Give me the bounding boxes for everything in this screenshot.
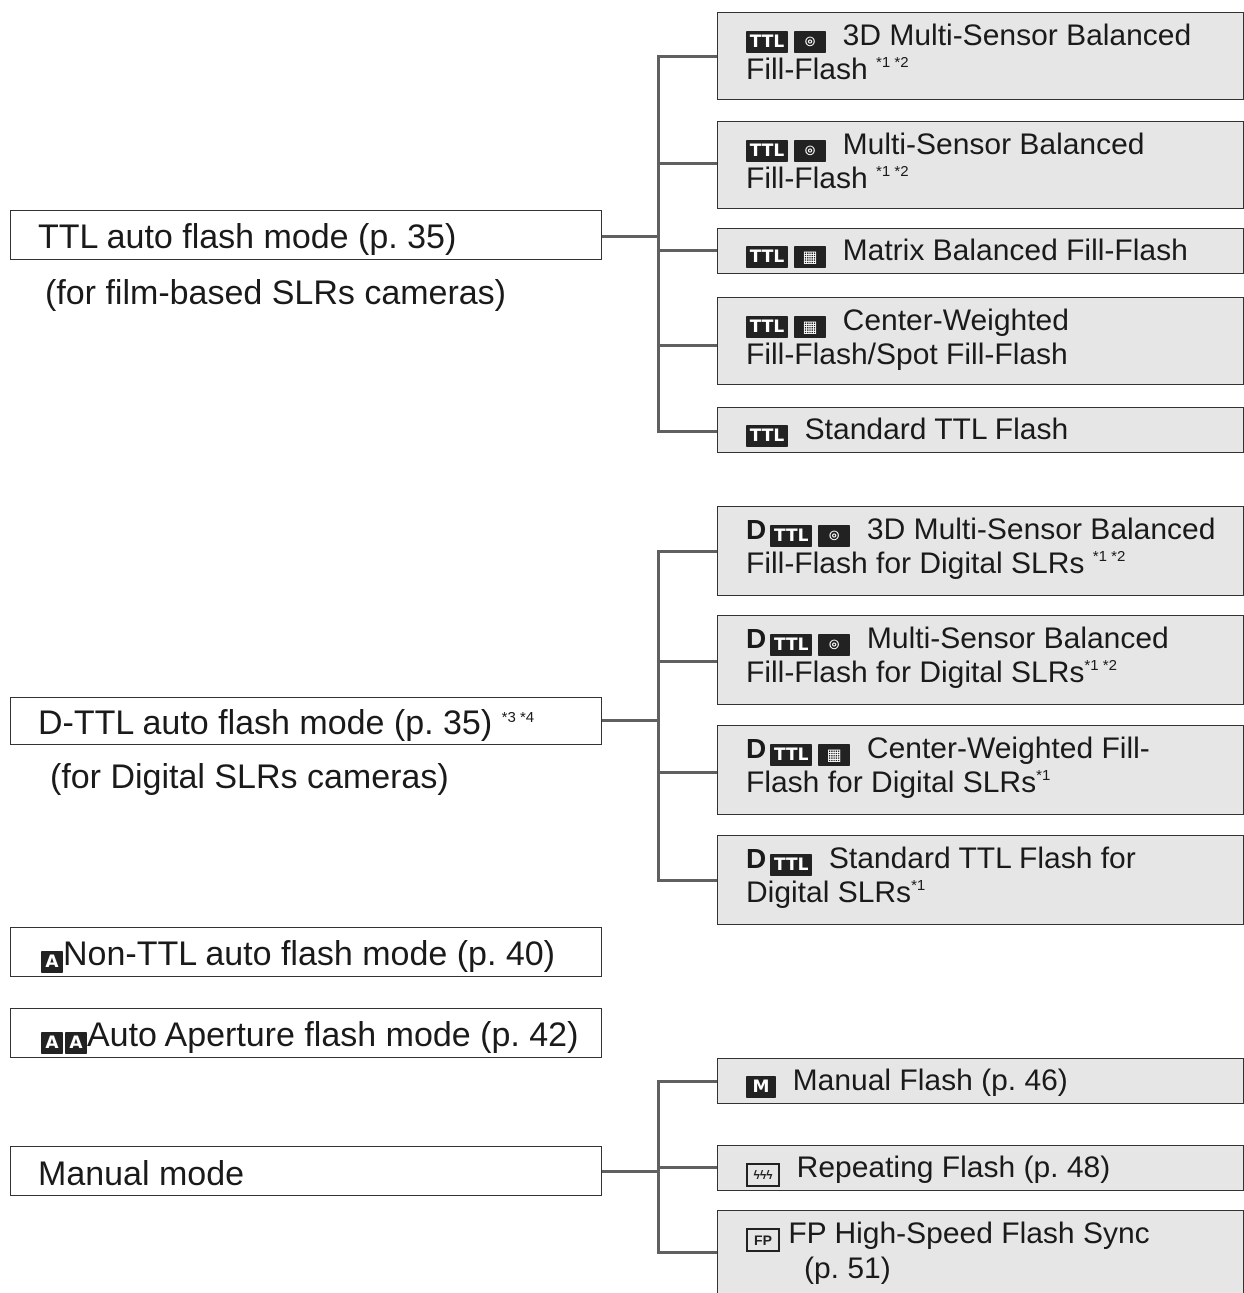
- manual-m-icon: M: [746, 1076, 776, 1098]
- mode-label-line1: Standard TTL Flash: [804, 413, 1069, 446]
- connector-ttl-branch-4: [657, 344, 718, 347]
- connector-ttl-branch-2: [657, 162, 718, 165]
- matrix-metering-icon: ▦: [794, 316, 826, 338]
- ttl-center-weighted-fill-flash: TTL ▦ Center-Weighted Fill-Flash/Spot Fil…: [717, 297, 1244, 385]
- ttl-icon: TTL: [770, 525, 813, 547]
- ttl-icon: TTL: [746, 140, 788, 162]
- multi-sensor-icon: ⌾: [818, 525, 851, 547]
- manual-flash-box: M Manual Flash (p. 46): [717, 1058, 1244, 1104]
- footnote-marks: *1: [1036, 767, 1051, 784]
- fp-icon: FP: [746, 1228, 780, 1252]
- auto-aperture-flash-mode-label: Auto Aperture flash mode (p. 42): [87, 1016, 579, 1054]
- digital-d-icon: D: [746, 733, 767, 764]
- footnote-marks: *1 *2: [876, 163, 909, 180]
- mode-label-line1: Multi-Sensor Balanced: [842, 128, 1145, 161]
- connector-manual-horizontal: [602, 1170, 660, 1173]
- connector-manual-branch-1: [657, 1080, 718, 1083]
- multi-sensor-icon: ⌾: [794, 140, 826, 162]
- mode-label-line2: Flash for Digital SLRs: [746, 766, 1037, 799]
- non-ttl-auto-flash-mode-label: Non-TTL auto flash mode (p. 40): [63, 935, 555, 973]
- footnote-marks: *1 *2: [1092, 548, 1126, 565]
- mode-label-line1: FP High-Speed Flash Sync: [788, 1217, 1150, 1250]
- connector-dttl-branch-1: [657, 550, 718, 553]
- ttl-3d-multi-sensor-fill-flash: TTL ⌾ 3D Multi-Sensor Balanced Fill-Flash…: [717, 12, 1244, 100]
- ttl-auto-flash-mode-box: TTL auto flash mode (p. 35): [10, 210, 602, 260]
- mode-label-line1: Multi-Sensor Balanced: [866, 622, 1169, 655]
- digital-d-icon: D: [746, 843, 767, 874]
- mode-label-line1: Matrix Balanced Fill-Flash: [842, 234, 1188, 267]
- auto-aperture-a-icon: A: [41, 1032, 63, 1054]
- dttl-footnote-marks: *3 *4: [501, 709, 535, 726]
- mode-label-line2: Fill-Flash for Digital SLRs: [746, 547, 1085, 580]
- connector-manual-branch-3: [657, 1251, 718, 1254]
- digital-d-icon: D: [746, 514, 767, 545]
- ttl-auto-flash-caption: (for film-based SLRs cameras): [45, 274, 507, 312]
- ttl-standard-flash: TTL Standard TTL Flash: [717, 407, 1244, 453]
- digital-d-icon: D: [746, 623, 767, 654]
- mode-label-line1: Repeating Flash (p. 48): [796, 1151, 1111, 1184]
- footnote-marks: *1: [911, 877, 926, 894]
- manual-mode-label: Manual mode: [38, 1155, 245, 1193]
- ttl-icon: TTL: [746, 425, 788, 447]
- connector-dttl-branch-3: [657, 771, 718, 774]
- matrix-metering-icon: ▦: [818, 744, 851, 766]
- mode-label-line1: Center-Weighted: [842, 304, 1069, 337]
- multi-sensor-icon: ⌾: [818, 634, 851, 656]
- ttl-icon: TTL: [746, 31, 788, 53]
- connector-ttl-branch-3: [657, 249, 718, 252]
- auto-aperture-a-icon-2: A: [65, 1032, 87, 1054]
- multi-sensor-icon: ⌾: [794, 31, 826, 53]
- mode-label-line1: 3D Multi-Sensor Balanced: [866, 513, 1216, 546]
- mode-label-line1: Standard TTL Flash for: [828, 842, 1136, 875]
- dttl-auto-flash-mode-label: D-TTL auto flash mode (p. 35): [38, 704, 493, 742]
- fp-high-speed-sync-box: FP FP High-Speed Flash Sync (p. 51): [717, 1210, 1244, 1293]
- matrix-metering-icon: ▦: [794, 246, 826, 268]
- mode-label-line2: Digital SLRs: [746, 876, 912, 909]
- connector-dttl-vertical: [657, 550, 660, 882]
- mode-label-line2: (p. 51): [804, 1252, 891, 1285]
- mode-label-line1: Manual Flash (p. 46): [792, 1064, 1068, 1097]
- ttl-icon: TTL: [746, 246, 788, 268]
- ttl-icon: TTL: [770, 744, 813, 766]
- repeating-flash-box: ϟϟϟ Repeating Flash (p. 48): [717, 1145, 1244, 1191]
- ttl-icon: TTL: [746, 316, 788, 338]
- footnote-marks: *1 *2: [876, 54, 909, 71]
- connector-ttl-branch-1: [657, 55, 718, 58]
- repeating-flash-icon: ϟϟϟ: [746, 1163, 780, 1187]
- connector-dttl-branch-2: [657, 660, 718, 663]
- dttl-auto-flash-mode-box: D-TTL auto flash mode (p. 35) *3 *4: [10, 697, 602, 745]
- ttl-icon: TTL: [770, 634, 813, 656]
- manual-mode-box: Manual mode: [10, 1146, 602, 1196]
- mode-label-line1: 3D Multi-Sensor Balanced: [842, 19, 1192, 52]
- auto-a-icon: A: [41, 951, 63, 973]
- footnote-marks: *1 *2: [1084, 657, 1117, 674]
- ttl-icon: TTL: [770, 854, 813, 876]
- mode-label-line1: Center-Weighted Fill-: [866, 732, 1150, 765]
- connector-dttl-horizontal: [602, 719, 660, 722]
- connector-manual-branch-2: [657, 1166, 718, 1169]
- mode-label-line2: Fill-Flash: [746, 53, 868, 86]
- connector-ttl-vertical: [657, 55, 660, 433]
- mode-label-line2: Fill-Flash/Spot Fill-Flash: [746, 338, 1068, 371]
- mode-label-line2: Fill-Flash: [746, 162, 868, 195]
- ttl-matrix-balanced-fill-flash: TTL ▦ Matrix Balanced Fill-Flash: [717, 228, 1244, 274]
- mode-label-line2: Fill-Flash for Digital SLRs: [746, 656, 1085, 689]
- dttl-auto-flash-caption: (for Digital SLRs cameras): [50, 758, 449, 796]
- connector-dttl-branch-4: [657, 879, 718, 882]
- connector-ttl-branch-5: [657, 430, 718, 433]
- connector-ttl-horizontal: [602, 235, 660, 238]
- ttl-auto-flash-mode-label: TTL auto flash mode (p. 35): [38, 218, 457, 256]
- ttl-multi-sensor-fill-flash: TTL ⌾ Multi-Sensor Balanced Fill-Flash *1…: [717, 121, 1244, 209]
